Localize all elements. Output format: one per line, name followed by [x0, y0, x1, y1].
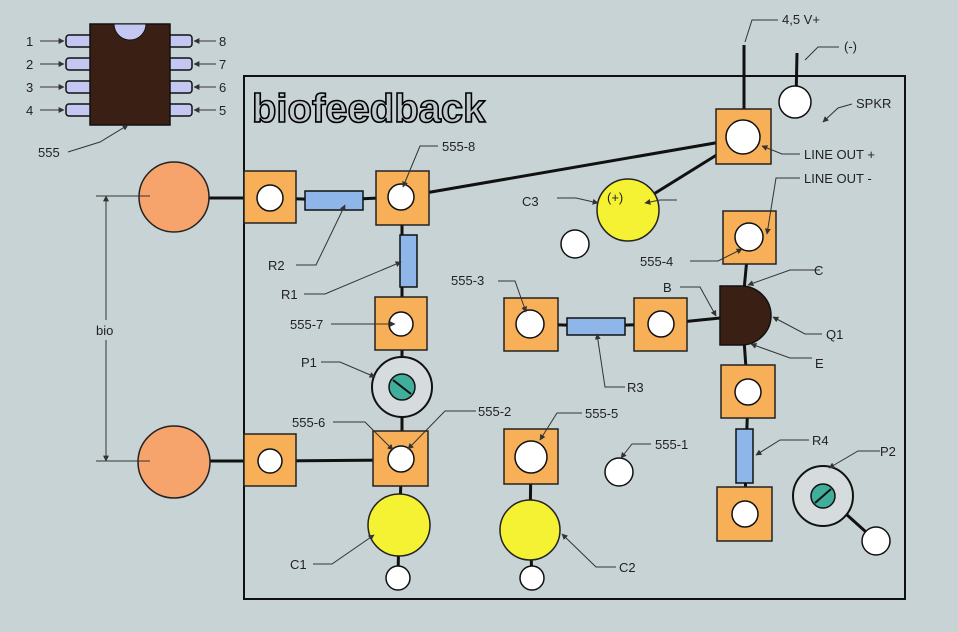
r1-label: R1	[281, 287, 298, 302]
555-3-label: 555-3	[451, 273, 484, 288]
c1-label: C1	[290, 557, 307, 572]
ic-pin-label: 4	[26, 103, 33, 118]
c2-minus-hole	[519, 565, 545, 591]
ic-notch	[113, 23, 147, 41]
c2-label: C2	[619, 560, 636, 575]
p1-label: P1	[301, 355, 317, 370]
resistor-r4	[735, 428, 754, 484]
555-1-hole	[604, 457, 634, 487]
solder-pads	[243, 108, 777, 542]
r3-label: R3	[627, 380, 644, 395]
ic-555-symbol: 1 2 3 4 8 7 6 5 555	[26, 23, 226, 160]
r4-label: R4	[812, 433, 829, 448]
ic-name-label: 555	[38, 145, 60, 160]
q1-c-label: C	[814, 263, 823, 278]
ic-body	[89, 23, 171, 126]
p2-label: P2	[880, 444, 896, 459]
pad	[243, 170, 297, 224]
leader-lines	[296, 19, 880, 568]
spkr-label: SPKR	[856, 96, 891, 111]
capacitor-c2	[499, 499, 561, 561]
pad-555-4	[722, 210, 777, 265]
555-6-label: 555-6	[292, 415, 325, 430]
capacitor-c3	[596, 178, 660, 242]
555-1-label: 555-1	[655, 437, 688, 452]
ic-pin-label: 8	[219, 34, 226, 49]
r2-label: R2	[268, 258, 285, 273]
q1-e-label: E	[815, 356, 824, 371]
line-out-minus-label: LINE OUT -	[804, 171, 872, 186]
bio-label: bio	[96, 323, 113, 338]
555-7-label: 555-7	[290, 317, 323, 332]
q1-label: Q1	[826, 327, 843, 342]
resistor-r3	[566, 317, 626, 336]
ic-pin-label: 5	[219, 103, 226, 118]
ic-pin-label: 2	[26, 57, 33, 72]
spkr-hole	[778, 85, 812, 119]
555-4-label: 555-4	[640, 254, 673, 269]
board-title: biofeedback	[252, 87, 486, 131]
transistor-q1	[719, 285, 772, 346]
c3-polarity-label: (+)	[607, 190, 623, 205]
c3-label: C3	[522, 194, 539, 209]
ic-pin-label: 6	[219, 80, 226, 95]
ic-pin-label: 3	[26, 80, 33, 95]
line-out-plus-label: LINE OUT +	[804, 147, 875, 162]
power-positive-label: 4,5 V+	[782, 12, 820, 27]
ic-pin-label: 7	[219, 57, 226, 72]
555-2-label: 555-2	[478, 404, 511, 419]
555-5-label: 555-5	[585, 406, 618, 421]
electrode-bottom	[137, 425, 211, 499]
c1-minus-hole	[385, 565, 411, 591]
electrode-top	[138, 161, 210, 233]
555-8-label: 555-8	[442, 139, 475, 154]
ic-pin-label: 1	[26, 34, 33, 49]
board-outline	[243, 75, 906, 600]
component-labels: 4,5 V+ (-) SPKR LINE OUT + LINE OUT - C …	[268, 12, 896, 575]
q1-b-label: B	[663, 280, 672, 295]
capacitor-c1	[367, 493, 431, 557]
c3-minus-hole	[560, 229, 590, 259]
p2-hole	[861, 526, 891, 556]
resistor-r1	[399, 234, 418, 288]
resistor-r2	[304, 190, 364, 211]
power-negative-label: (-)	[844, 39, 857, 54]
